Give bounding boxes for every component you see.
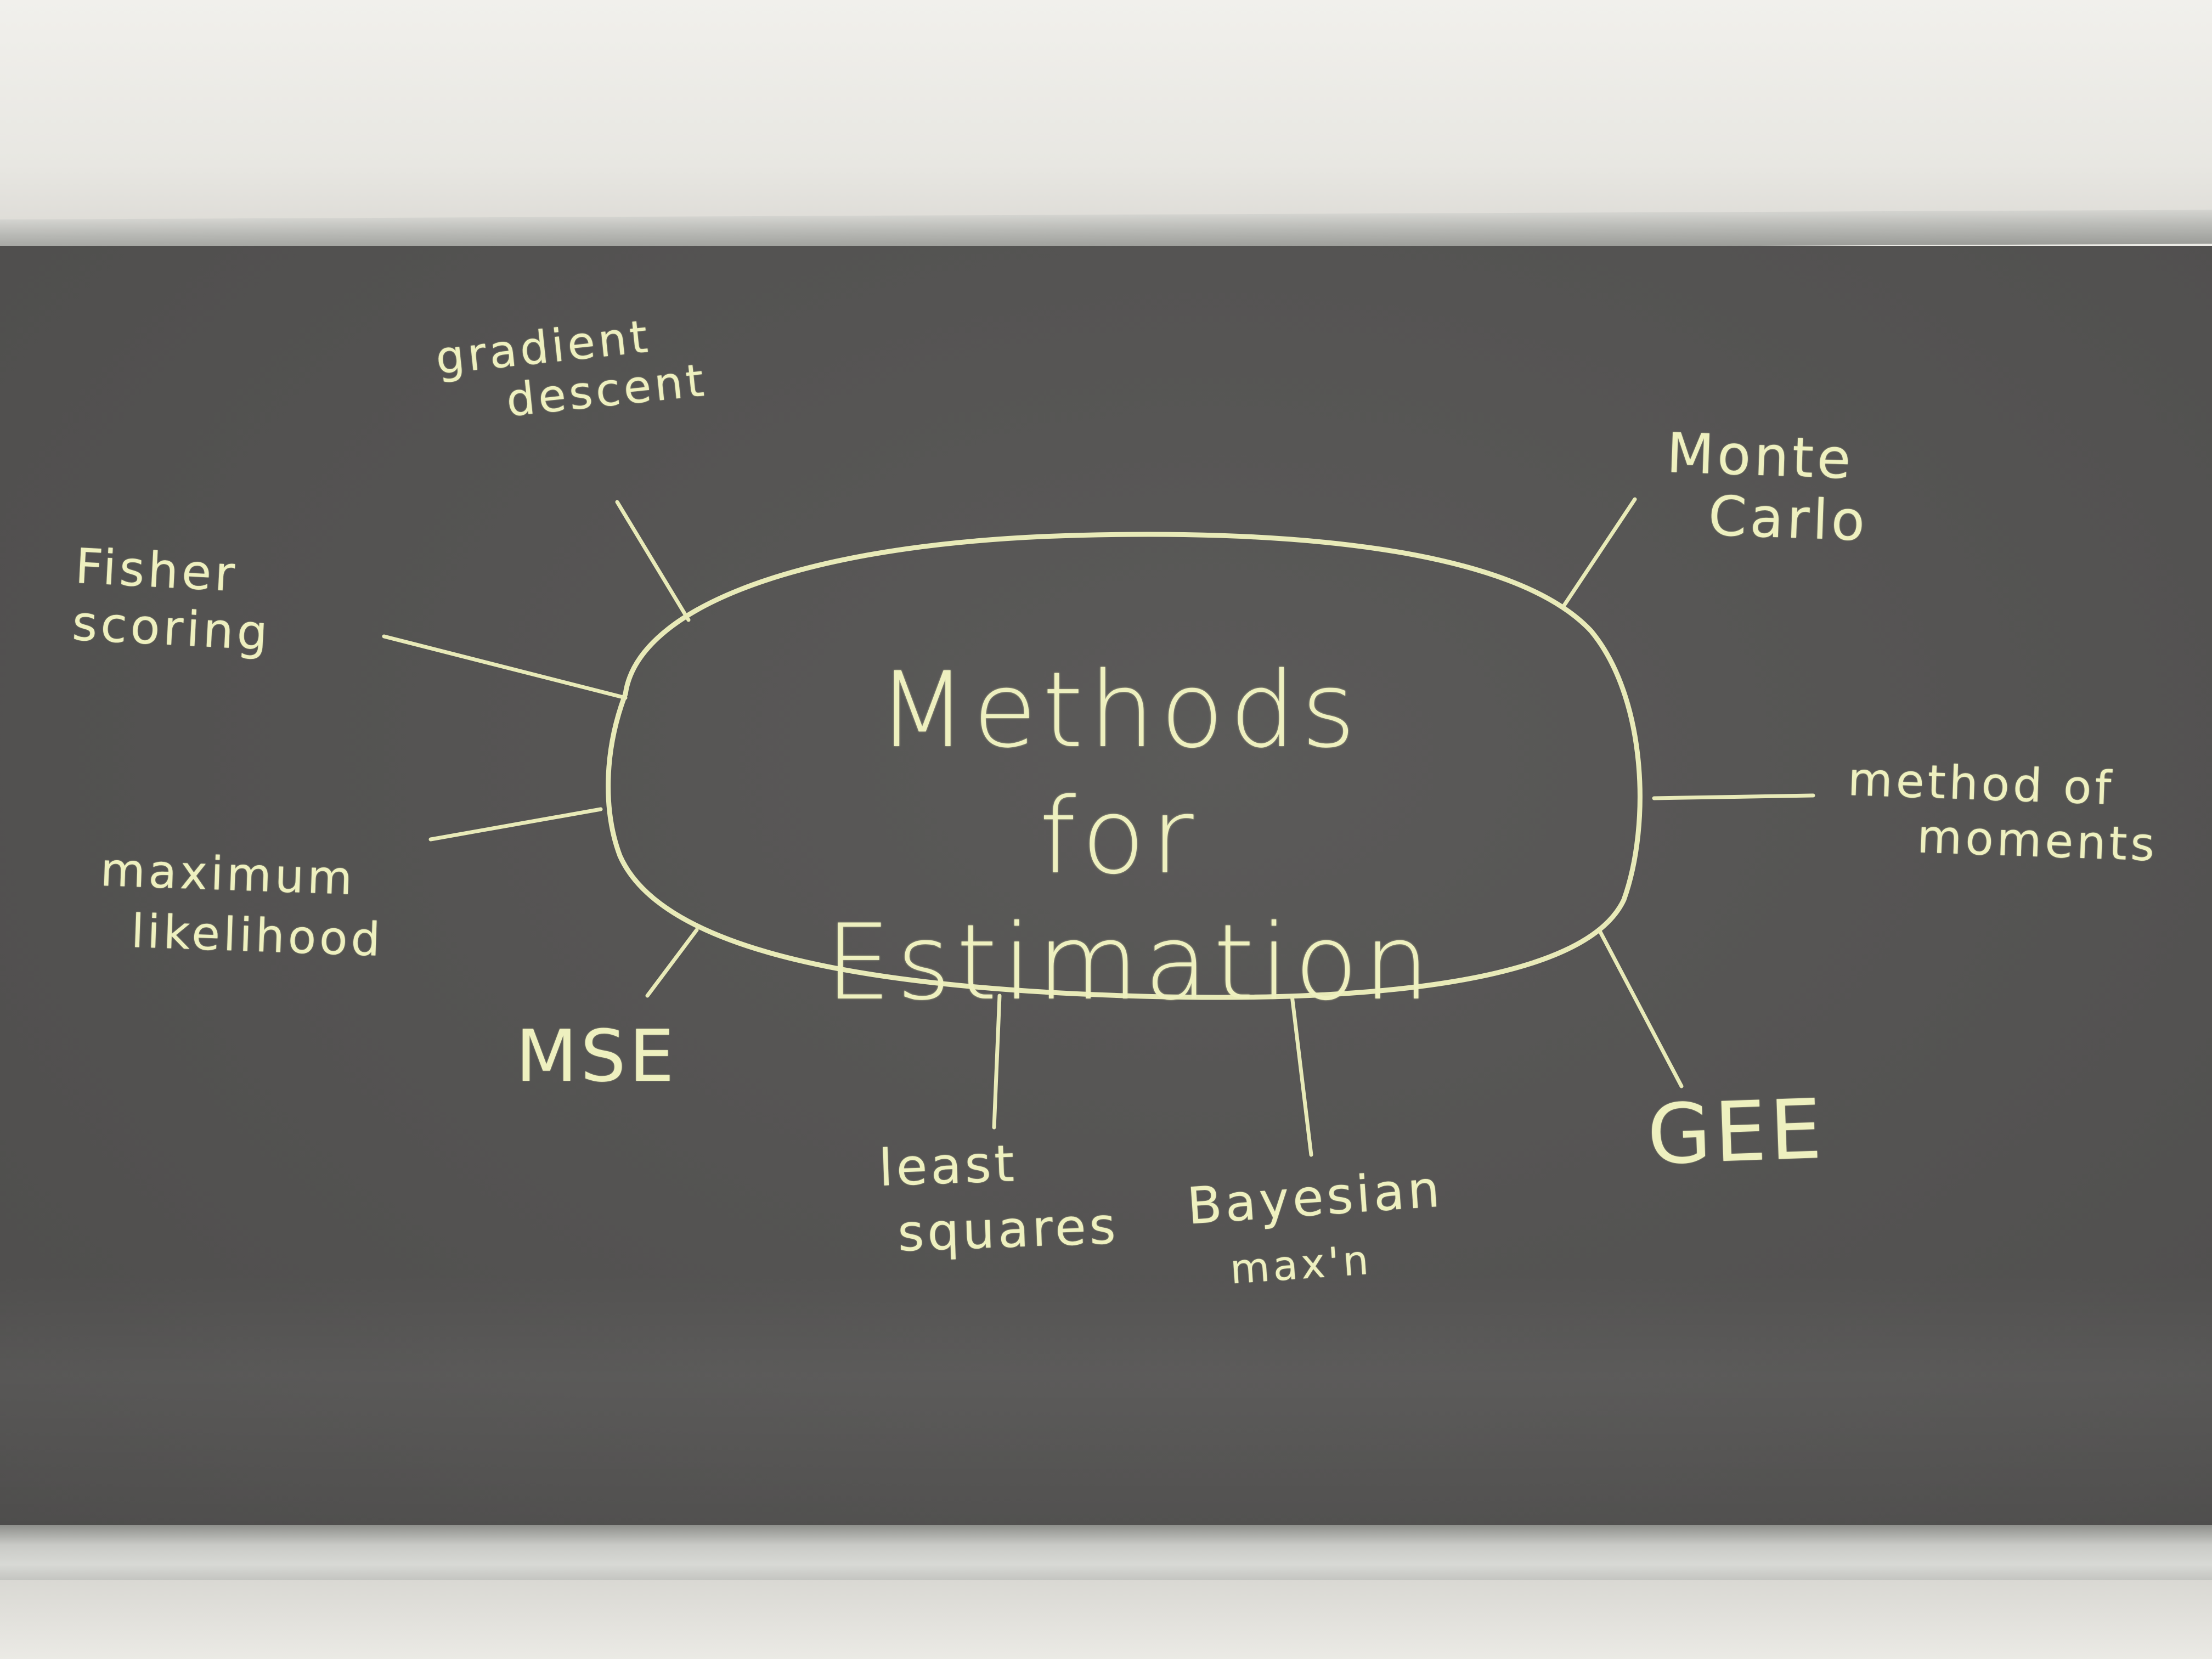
center-title-line2: Estimation <box>825 902 1435 1023</box>
connector-fisher-scoring <box>382 634 628 700</box>
connector-mse <box>645 928 699 998</box>
label-mse: MSE <box>516 1014 678 1098</box>
label-bayesian: Bayesian max'n <box>1185 1159 1445 1294</box>
label-gee: GEE <box>1645 1081 1827 1183</box>
connector-gradient-descent <box>615 500 691 622</box>
center-oval <box>606 532 1643 1000</box>
connector-method-of-moments <box>1652 793 1815 800</box>
label-fisher-scoring: Fisher scoring <box>71 538 273 662</box>
center-title: Methods for Estimation <box>790 647 1448 1026</box>
connector-gee <box>1597 928 1684 1088</box>
connector-monte-carlo <box>1561 497 1637 608</box>
connector-bayesian <box>1290 994 1313 1157</box>
label-method-of-moments: method of moments <box>1847 752 2159 872</box>
label-least-squares: least squares <box>878 1134 1120 1263</box>
wall <box>0 0 2212 236</box>
label-maximum-likelihood: maximum likelihood <box>99 842 385 967</box>
wall-lower <box>0 1580 2212 1659</box>
connector-maximum-likelihood <box>428 807 603 842</box>
label-monte-carlo: Monte Carlo <box>1666 421 1870 554</box>
center-title-line1: Methods for <box>877 650 1361 897</box>
chalkboard <box>0 246 2212 1530</box>
connector-least-squares <box>992 994 1002 1130</box>
